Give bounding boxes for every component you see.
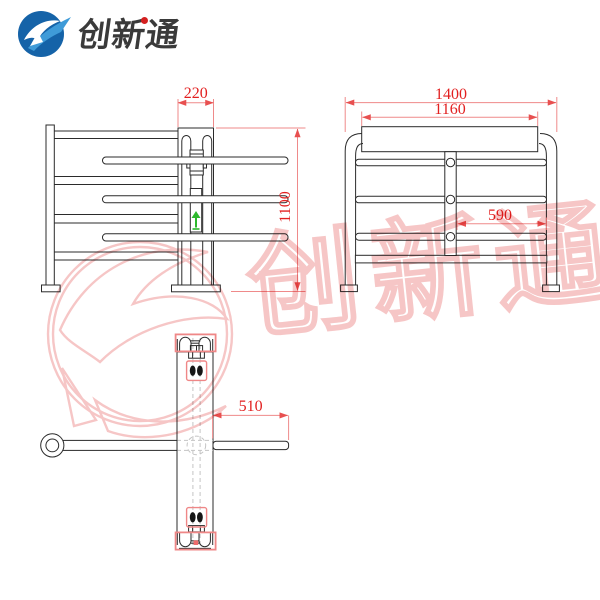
side-right-foot	[542, 284, 560, 293]
highlight-center-dot	[193, 540, 199, 545]
dimension-1400: 1400	[435, 86, 467, 103]
dimension-510: 510	[239, 398, 263, 415]
front-swing-bars	[102, 156, 289, 242]
front-left-post	[45, 124, 55, 286]
plan-left-arm-end-inner	[45, 438, 60, 453]
dimension-1160: 1160	[434, 101, 465, 118]
logo-text: 创新通	[75, 14, 183, 54]
highlight-bottom-cap	[174, 531, 217, 551]
plan-column-body	[176, 351, 214, 533]
plan-right-arm	[212, 440, 290, 451]
front-indicator-window	[189, 188, 203, 233]
dimension-1100: 1100	[277, 191, 294, 222]
globe-swoosh-arrow-icon	[18, 11, 71, 57]
logo-red-dot	[141, 17, 148, 24]
side-view-drawing	[340, 126, 560, 293]
side-left-foot	[340, 284, 358, 293]
highlight-bottom-sensor	[185, 506, 208, 528]
side-rails	[355, 158, 547, 241]
side-view-dimensions: 1400 1160 590	[344, 86, 558, 230]
green-up-arrow-icon	[191, 211, 201, 230]
plan-view-drawing	[40, 333, 290, 551]
dimension-220: 220	[184, 85, 208, 102]
side-right-post	[539, 133, 558, 285]
plan-view-dimensions: 510	[212, 398, 290, 440]
side-top-panel	[361, 126, 539, 153]
front-left-foot	[41, 284, 61, 293]
dimension-590: 590	[488, 207, 512, 224]
infrared-sensor-icon-bottom	[189, 512, 203, 523]
brand-logo: 创新通	[16, 8, 183, 60]
side-lower-beam	[354, 254, 548, 264]
side-left-post	[344, 133, 363, 285]
side-center-bar-holes	[445, 157, 456, 242]
plan-left-arm	[62, 439, 178, 451]
front-column-base	[171, 284, 221, 293]
front-view-drawing	[41, 124, 289, 293]
front-view-dimensions: 220 1100	[177, 85, 306, 292]
